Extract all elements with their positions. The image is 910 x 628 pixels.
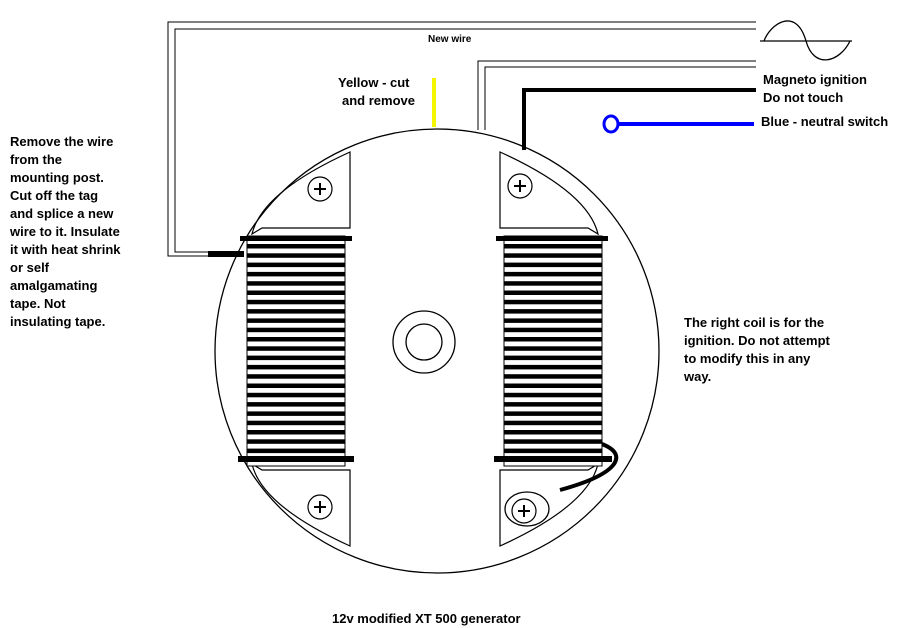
coil-winding-turn bbox=[247, 327, 345, 333]
coil-winding-turn bbox=[504, 420, 602, 426]
coil-winding-turn bbox=[247, 318, 345, 323]
left-note-line: or self bbox=[10, 260, 50, 275]
bracket-top-left bbox=[251, 151, 351, 236]
coil-winding-turn bbox=[504, 271, 602, 277]
coil-winding-turn bbox=[504, 290, 602, 295]
magneto-guide-inner bbox=[484, 66, 756, 130]
ring-terminal bbox=[504, 491, 550, 527]
coil-winding-turn bbox=[504, 299, 602, 305]
coil-winding-turn bbox=[247, 271, 345, 277]
new-wire-outer bbox=[167, 21, 756, 257]
coil-winding-turn bbox=[247, 262, 345, 268]
magneto-label-line1: Magneto ignition bbox=[763, 72, 867, 87]
magneto-label-line2: Do not touch bbox=[763, 90, 844, 105]
plus-screw-icon bbox=[507, 173, 533, 199]
right-note-line: ignition. Do not attempt bbox=[684, 333, 830, 348]
left-note-line: Remove the wire bbox=[10, 134, 114, 149]
coil-winding-turn bbox=[504, 327, 602, 333]
new-wire-label: New wire bbox=[428, 34, 472, 45]
left-note-line: Cut off the tag bbox=[10, 188, 99, 203]
sine-wave-icon bbox=[760, 20, 852, 61]
coil-winding-turn bbox=[504, 309, 602, 314]
bracket-bottom-left bbox=[251, 462, 351, 547]
coil-winding-turn bbox=[247, 439, 345, 444]
coil-winding-turn bbox=[247, 411, 345, 416]
coil-winding-turn bbox=[247, 337, 345, 342]
coil-winding-turn bbox=[504, 253, 602, 258]
coil-winding-turn bbox=[504, 430, 602, 435]
diagram-caption: 12v modified XT 500 generator bbox=[332, 611, 521, 626]
coil-winding-turn bbox=[247, 448, 345, 454]
coil-winding-turn bbox=[247, 364, 345, 370]
coil-winding-turn bbox=[247, 420, 345, 426]
left-note-line: mounting post. bbox=[10, 170, 104, 185]
right-note-line: The right coil is for the bbox=[684, 315, 825, 330]
left-note-line: insulating tape. bbox=[10, 314, 106, 329]
left-note-line: it with heat shrink bbox=[10, 242, 121, 257]
magneto-ignition-wire bbox=[522, 88, 756, 150]
left-note: Remove the wire from the mounting post. Cut… bbox=[10, 133, 121, 331]
coil-winding-turn bbox=[504, 281, 602, 286]
coil-winding-turn bbox=[504, 411, 602, 416]
left-note-line: and splice a new bbox=[10, 206, 114, 221]
coil-winding-turn bbox=[504, 448, 602, 454]
coil-lead-wire bbox=[559, 442, 619, 492]
coil-winding-turn bbox=[504, 364, 602, 370]
new-wire-splice bbox=[208, 251, 244, 257]
coil-winding-turn bbox=[247, 299, 345, 305]
coil-winding-turn bbox=[504, 244, 602, 249]
coil-winding-turn bbox=[247, 430, 345, 435]
coil-winding-turn bbox=[504, 355, 602, 361]
coil-winding-turn bbox=[504, 346, 602, 351]
coil-winding-turn bbox=[247, 402, 345, 407]
coil-winding-turn bbox=[504, 318, 602, 323]
coil-winding-turn bbox=[247, 392, 345, 398]
left-note-line: amalgamating bbox=[10, 278, 98, 293]
new-wire-inner bbox=[174, 28, 756, 253]
left-note-line: from the bbox=[10, 152, 62, 167]
blue-wire-label: Blue - neutral switch bbox=[761, 114, 889, 129]
right-note: The right coil is for the ignition. Do no… bbox=[684, 314, 830, 386]
coil-winding-turn bbox=[247, 374, 345, 379]
plus-screw-icon bbox=[307, 494, 333, 520]
coil-winding-turn bbox=[247, 244, 345, 249]
left-note-line: tape. Not bbox=[10, 296, 66, 311]
right-coil bbox=[494, 235, 612, 467]
yellow-label-line1: Yellow - cut bbox=[338, 75, 410, 90]
coil-winding-turn bbox=[504, 337, 602, 342]
generator-disc bbox=[214, 128, 660, 574]
right-note-line: to modify this in any bbox=[684, 351, 811, 366]
coil-winding-turn bbox=[247, 355, 345, 361]
coil-winding-turn bbox=[504, 374, 602, 379]
coil-winding-turn bbox=[504, 392, 602, 398]
blue-wire bbox=[602, 114, 754, 134]
yellow-label-line2: and remove bbox=[342, 93, 415, 108]
coil-winding-turn bbox=[504, 383, 602, 388]
coil-winding-turn bbox=[247, 346, 345, 351]
plus-screw-icon bbox=[307, 176, 333, 202]
coil-winding-turn bbox=[504, 402, 602, 407]
coil-winding-turn bbox=[247, 281, 345, 286]
coil-winding-turn bbox=[247, 290, 345, 295]
right-note-line: way. bbox=[684, 369, 712, 384]
left-note-line: wire to it. Insulate bbox=[10, 224, 120, 239]
coil-winding-turn bbox=[504, 262, 602, 268]
coil-winding-turn bbox=[247, 253, 345, 258]
left-coil bbox=[238, 235, 354, 467]
coil-winding-turn bbox=[247, 309, 345, 314]
coil-winding-turn bbox=[247, 383, 345, 388]
coil-winding-turn bbox=[504, 439, 602, 444]
center-hub-inner bbox=[405, 323, 443, 361]
center-hub-outer bbox=[392, 310, 456, 374]
bracket-top-right bbox=[499, 151, 599, 236]
magneto-guide-outer bbox=[477, 60, 756, 130]
